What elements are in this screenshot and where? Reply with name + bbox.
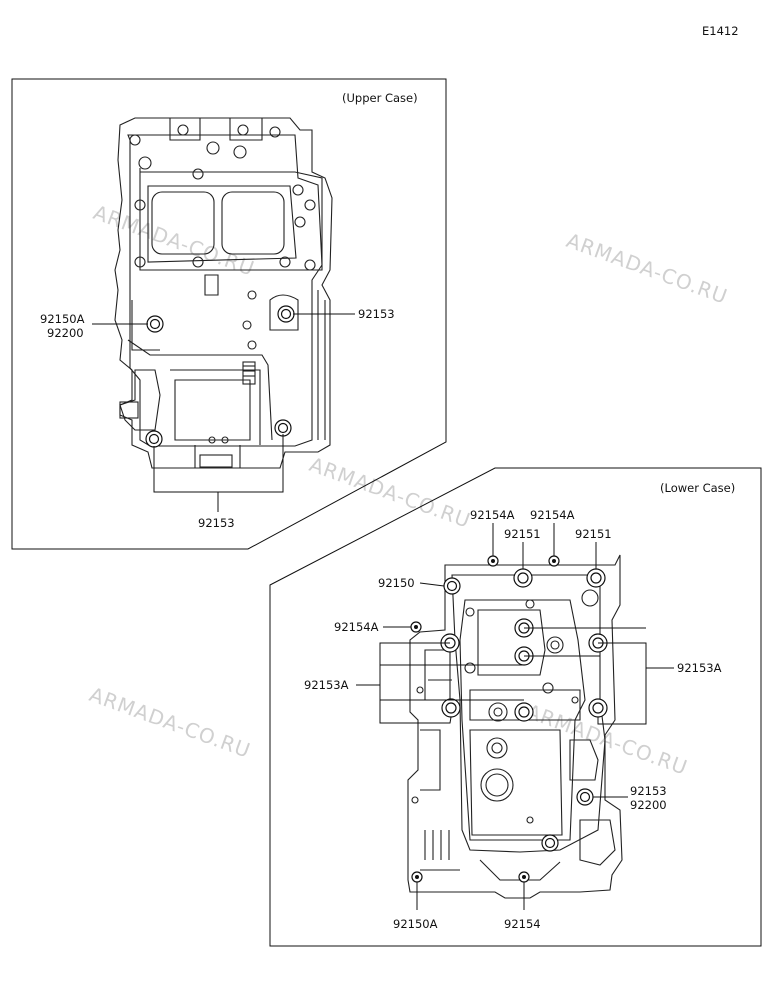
upper-case-bolt-92150A [146,315,164,333]
bolt-92154A-top-right [548,555,560,567]
label-92200-lower: 92200 [630,798,667,812]
lower-case-leaders [356,523,674,910]
lower-case-title: (Lower Case) [660,481,735,495]
lower-case-frame [269,467,762,947]
label-92150: 92150 [378,576,415,590]
upper-crankcase-drawing [114,117,333,469]
bolt-92153A-7 [588,698,608,718]
upper-case-bolt-92153-bottom-left [145,430,163,448]
upper-case-leaders [92,313,355,512]
bolt-bottom-center [541,834,559,852]
upper-case-title: (Upper Case) [342,91,418,105]
bolt-92151-right [586,568,606,588]
upper-case-bolt-92153-right [277,305,295,323]
label-92200-upper: 92200 [47,326,84,340]
lower-crankcase-drawing [407,554,623,899]
bolt-92153A-5 [441,698,461,718]
upper-case-bolt-92153-bottom-right [274,419,292,437]
label-92154A-top-right: 92154A [530,508,575,522]
label-92150A-upper: 92150A [40,312,85,326]
label-92154A-top-left: 92154A [470,508,515,522]
label-92153A-right: 92153A [677,661,722,675]
lower-case-panel: (Lower Case) [269,467,762,947]
label-92153-lower: 92153 [630,784,667,798]
watermark-4: ARMADA-CO.RU [86,682,254,763]
bolt-92154A-top-left [487,555,499,567]
label-92154-lower: 92154 [504,917,541,931]
bolt-92153A-6 [514,702,534,722]
label-92153-upper-bottom: 92153 [198,516,235,530]
bolt-92150 [443,577,461,595]
label-92153A-left: 92153A [304,678,349,692]
bolt-92151-left [513,568,533,588]
label-92154A-left: 92154A [334,620,379,634]
bolt-92154-lower [518,871,530,883]
label-92153-upper-right: 92153 [358,307,395,321]
bolt-92153-lower [576,788,594,806]
lower-bolts [410,555,608,883]
watermark-5: ARMADA-CO.RU [523,699,691,780]
bolt-92150A-lower [411,871,423,883]
label-92150A-lower: 92150A [393,917,438,931]
watermark-2: ARMADA-CO.RU [563,228,731,309]
upper-case-frame [11,78,447,550]
watermarks: ARMADA-CO.RU ARMADA-CO.RU ARMADA-CO.RU A… [86,200,731,780]
bolt-92154A-left [410,621,422,633]
figure-code: E1412 [702,24,739,38]
upper-case-panel: (Upper Case) [11,78,447,550]
label-92151-right: 92151 [575,527,612,541]
label-92151-left: 92151 [504,527,541,541]
